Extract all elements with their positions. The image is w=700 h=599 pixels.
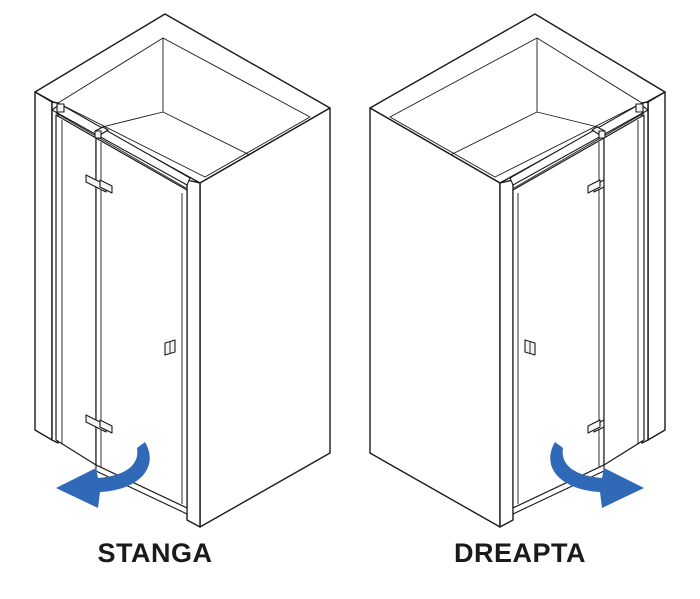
fixed-panel-right xyxy=(603,114,645,466)
open-right-arrow-icon xyxy=(550,442,644,508)
caption-right-hinge: DREAPTA xyxy=(453,538,586,568)
shower-enclosure-right xyxy=(369,13,666,528)
open-left-arrow-icon xyxy=(56,442,150,508)
top-rail-left xyxy=(51,103,191,189)
door-panel-right xyxy=(512,137,615,515)
wall-box-right xyxy=(369,13,666,528)
caption-left-hinge: STANGA xyxy=(97,538,213,568)
door-panel-left xyxy=(85,137,188,515)
shower-enclosure-left xyxy=(34,13,331,528)
top-rail-right xyxy=(509,103,649,189)
fixed-panel-left xyxy=(55,114,97,466)
